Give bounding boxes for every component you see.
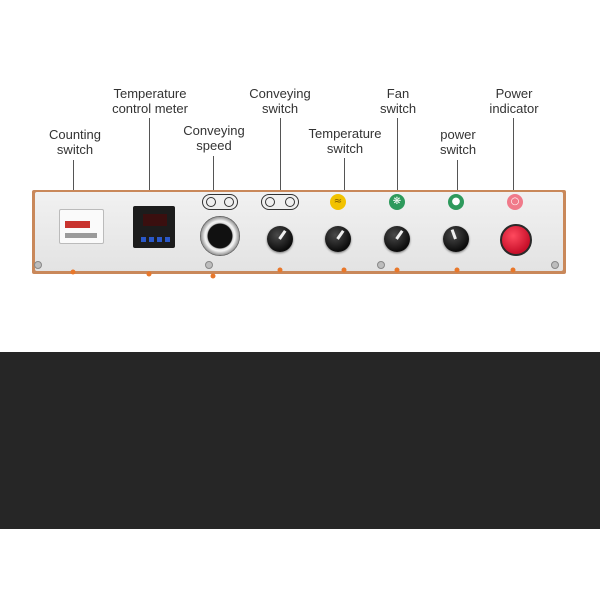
callout-dot <box>341 267 347 273</box>
conveyor-speed-icon <box>202 194 238 210</box>
conveying-speed-knob[interactable] <box>200 216 240 256</box>
dark-background-band <box>0 352 600 529</box>
label-power-indicator: Power indicator <box>489 86 539 116</box>
label-power-switch: power switch <box>439 127 477 157</box>
callout-dot <box>146 271 152 277</box>
meter-button[interactable] <box>157 237 162 242</box>
screw <box>377 261 385 269</box>
callout-dot <box>277 267 283 273</box>
screw <box>205 261 213 269</box>
callout-dot <box>70 269 76 275</box>
label-counting-switch: Counting switch <box>48 127 102 157</box>
callout-dot <box>210 273 216 279</box>
counter-digits <box>65 221 90 228</box>
counter-display <box>59 209 104 244</box>
heater-icon: ≈ <box>330 194 346 210</box>
label-temperature-switch: Temperature switch <box>308 126 382 156</box>
conveyor-icon <box>261 194 299 210</box>
power-switch-knob[interactable] <box>443 226 469 252</box>
meter-button[interactable] <box>141 237 146 242</box>
callout-dot <box>394 267 400 273</box>
fan-icon: ❋ <box>389 194 405 210</box>
callout-dot <box>454 267 460 273</box>
label-temperature-control-meter: Temperature control meter <box>112 86 188 116</box>
control-panel <box>35 192 563 271</box>
counter-keys <box>65 233 97 238</box>
power-icon: ● <box>448 194 464 210</box>
indicator-lamp-icon: ○ <box>507 194 523 210</box>
meter-button[interactable] <box>165 237 170 242</box>
conveying-switch-knob[interactable] <box>267 226 293 252</box>
fan-switch-knob[interactable] <box>384 226 410 252</box>
power-indicator-button[interactable] <box>500 224 532 256</box>
screw <box>34 261 42 269</box>
label-fan-switch: Fan switch <box>379 86 417 116</box>
callout-dot <box>510 267 516 273</box>
label-conveying-speed: Conveying speed <box>183 123 245 153</box>
screw <box>551 261 559 269</box>
temperature-meter <box>133 206 175 248</box>
meter-digits <box>143 214 167 226</box>
temperature-switch-knob[interactable] <box>325 226 351 252</box>
meter-button[interactable] <box>149 237 154 242</box>
label-conveying-switch: Conveying switch <box>249 86 311 116</box>
